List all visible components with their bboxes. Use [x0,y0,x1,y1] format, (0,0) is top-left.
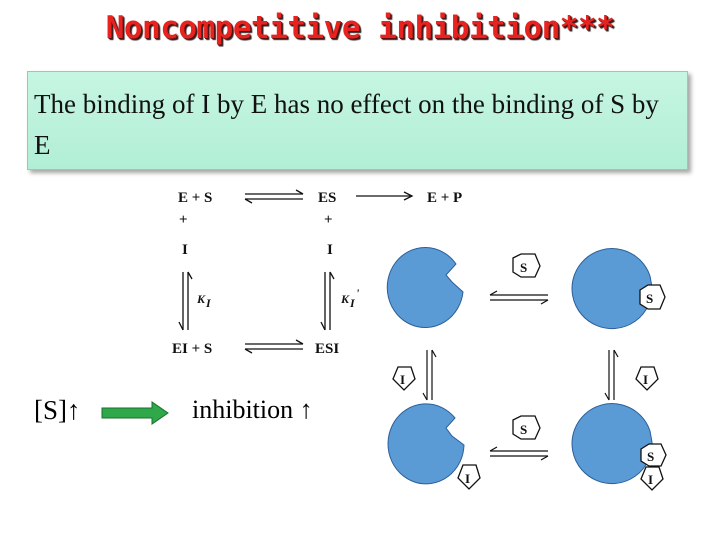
inhibitor-label-ei: I [465,471,470,486]
substrate-label-es: S [646,291,653,306]
cartoon-arrow-left [422,349,437,401]
substrate-increase-label: [S]↑ [34,395,81,425]
scheme-i-left: I [182,242,188,258]
substrate-free-top: S [512,253,541,278]
enzyme-inhibitor-complex: I [387,403,481,490]
substrate-label-top: S [520,260,527,275]
page-title: Noncompetitive inhibition*** [105,10,615,46]
scheme-plus-right: + [324,212,333,228]
equilibrium-arrow-ki-prime [320,271,335,331]
statement-text: The binding of I by E has no effect on t… [34,89,659,160]
substrate-label-esi: S [647,449,654,464]
scheme-ei-plus-s: EI + S [172,341,212,357]
statement-box: The binding of I by E has no effect on t… [27,71,688,170]
scheme-e-plus-s: E + S [178,190,212,206]
enzyme-free [386,247,464,328]
equilibrium-arrow-es [244,189,304,204]
inhibitor-label-esi: I [648,472,653,487]
inhibitor-label-right: I [643,372,648,387]
inhibitor-label-left: I [400,372,405,387]
cartoon-arrow-bottom [489,446,549,461]
ki-prime-subscript: I [349,296,356,310]
scheme-es: ES [318,190,336,206]
cartoon-arrow-top [489,290,549,305]
forward-arrow-product [356,191,414,201]
inhibitor-free-left: I [392,366,416,391]
scheme-e-plus-p: E + P [427,190,462,206]
scheme-plus-left: + [179,212,188,228]
green-arrow [101,401,169,425]
scheme-esi: ESI [315,341,339,357]
inhibition-increase-label: inhibition ↑ [192,395,313,424]
enzyme-substrate-inhibitor-complex: S I [571,403,667,491]
cartoon-arrow-right [604,349,619,401]
substrate-free-bottom: S [512,415,541,440]
scheme-i-right: I [327,242,333,258]
ki-prime-label: K [340,292,350,306]
equilibrium-arrow-ki [178,271,193,331]
ki-subscript: I [205,296,212,310]
ki-label: K [196,292,206,306]
enzyme-substrate-complex: S [571,248,666,330]
substrate-label-bottom: S [520,422,527,437]
inhibitor-free-right: I [635,366,659,391]
equilibrium-arrow-esi [244,339,304,354]
ki-prime-mark: ' [356,286,360,300]
